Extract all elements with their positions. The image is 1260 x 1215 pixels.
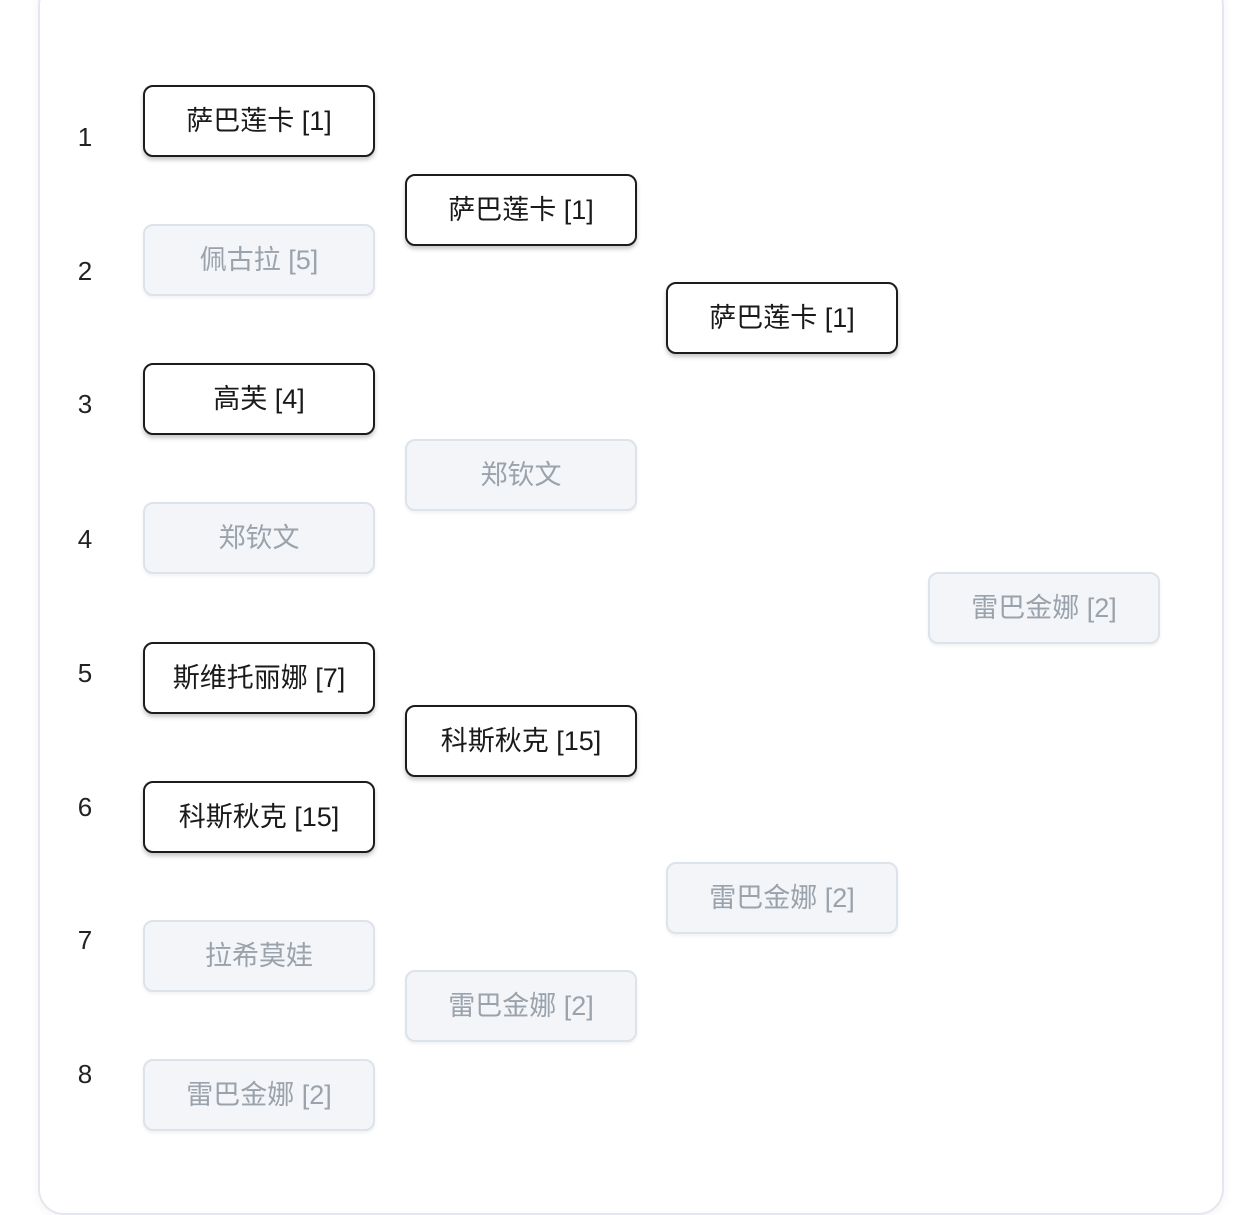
seed-number: 7 <box>77 925 93 955</box>
round2-player[interactable]: 科斯秋克 [15] <box>405 705 637 777</box>
seed-number: 6 <box>77 792 93 822</box>
round3-player[interactable]: 雷巴金娜 [2] <box>666 862 898 934</box>
round4-player[interactable]: 雷巴金娜 [2] <box>928 572 1160 644</box>
seed-number: 2 <box>77 256 93 286</box>
seed-number: 3 <box>77 389 93 419</box>
round1-player[interactable]: 萨巴莲卡 [1] <box>143 85 375 157</box>
round1-player[interactable]: 斯维托丽娜 [7] <box>143 642 375 714</box>
round1-player[interactable]: 佩古拉 [5] <box>143 224 375 296</box>
round1-player[interactable]: 郑钦文 <box>143 502 375 574</box>
round2-player[interactable]: 雷巴金娜 [2] <box>405 970 637 1042</box>
round1-player[interactable]: 科斯秋克 [15] <box>143 781 375 853</box>
round1-player[interactable]: 拉希莫娃 <box>143 920 375 992</box>
round1-player[interactable]: 雷巴金娜 [2] <box>143 1059 375 1131</box>
round2-player[interactable]: 郑钦文 <box>405 439 637 511</box>
round1-player[interactable]: 高芙 [4] <box>143 363 375 435</box>
seed-number: 1 <box>77 122 93 152</box>
seed-number: 8 <box>77 1059 93 1089</box>
round3-player[interactable]: 萨巴莲卡 [1] <box>666 282 898 354</box>
seed-number: 4 <box>77 524 93 554</box>
round2-player[interactable]: 萨巴莲卡 [1] <box>405 174 637 246</box>
seed-number: 5 <box>77 658 93 688</box>
